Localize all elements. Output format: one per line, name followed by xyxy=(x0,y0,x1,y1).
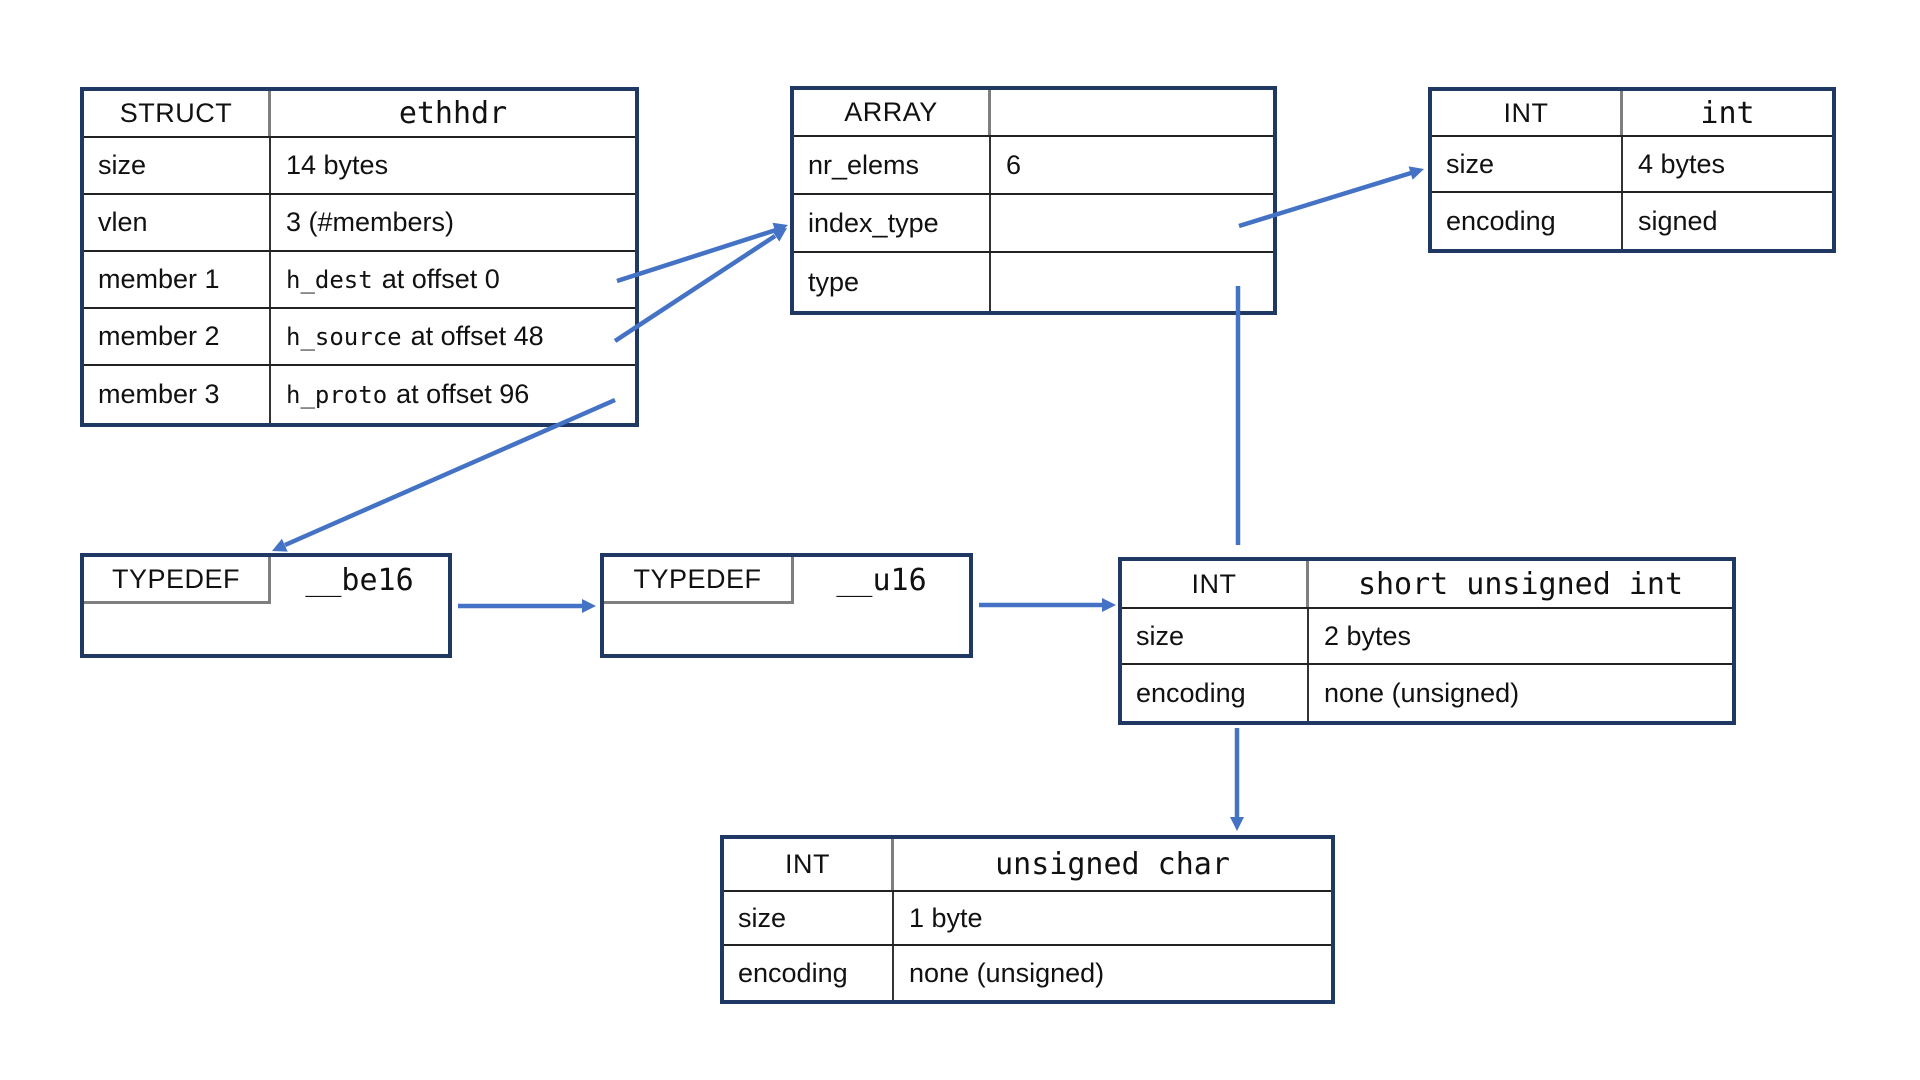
table-title xyxy=(991,90,1273,135)
table-header: STRUCT ethhdr xyxy=(84,91,635,138)
row-label: index_type xyxy=(794,195,991,251)
table-kind: INT xyxy=(724,839,894,890)
table-row: vlen 3 (#members) xyxy=(84,195,635,252)
table-row: encoding signed xyxy=(1432,193,1832,249)
table-row: size 2 bytes xyxy=(1122,609,1732,665)
row-label: size xyxy=(1432,137,1623,191)
arrow-member1-to-array xyxy=(616,222,788,284)
table-title: int xyxy=(1700,95,1755,131)
member-offset-text: at offset 48 xyxy=(410,321,544,351)
row-value: 6 xyxy=(1006,149,1022,180)
table-header: INT unsigned char xyxy=(724,839,1331,892)
row-value: signed xyxy=(1638,205,1718,236)
table-row: size 4 bytes xyxy=(1432,137,1832,193)
row-value xyxy=(991,195,1273,251)
table-title: short unsigned int xyxy=(1357,566,1684,602)
table-typedef-be16: TYPEDEF __be16 xyxy=(80,553,452,658)
table-int-unsigned-char: INT unsigned char size 1 byte encoding n… xyxy=(720,835,1335,1004)
table-title: ethhdr xyxy=(398,96,508,131)
member-type-name: h_source xyxy=(286,322,402,351)
row-value: h_proto at offset 96 xyxy=(271,366,635,423)
table-row: encoding none (unsigned) xyxy=(1122,665,1732,721)
row-value: none (unsigned) xyxy=(909,957,1105,988)
table-kind: INT xyxy=(1122,561,1309,607)
row-label: size xyxy=(1122,609,1309,663)
arrow-typedef-be16-to-typedef-u16 xyxy=(458,599,596,613)
table-kind: ARRAY xyxy=(794,90,991,135)
table-header: INT short unsigned int xyxy=(1122,561,1732,609)
row-label: member 2 xyxy=(84,309,271,364)
table-row: member 1 h_dest at offset 0 xyxy=(84,252,635,309)
table-row: nr_elems 6 xyxy=(794,137,1273,195)
table-int-short-unsigned-int: INT short unsigned int size 2 bytes enco… xyxy=(1118,557,1736,725)
row-label: vlen xyxy=(84,195,271,250)
row-value: 2 bytes xyxy=(1324,620,1412,651)
table-title: __be16 xyxy=(305,563,414,598)
row-value: h_source at offset 48 xyxy=(271,309,635,364)
arrow-typedef-u16-to-int-short xyxy=(979,598,1116,612)
table-row: type xyxy=(794,253,1273,311)
member-offset-text: at offset 0 xyxy=(381,264,500,294)
row-label: size xyxy=(724,892,894,944)
row-value: h_dest at offset 0 xyxy=(271,252,635,307)
row-value: none (unsigned) xyxy=(1324,677,1520,708)
table-row: size 14 bytes xyxy=(84,138,635,195)
table-kind: STRUCT xyxy=(84,91,271,136)
row-value: 4 bytes xyxy=(1638,148,1726,179)
table-title: unsigned char xyxy=(995,847,1230,882)
table-struct-ethhdr: STRUCT ethhdr size 14 bytes vlen 3 (#mem… xyxy=(80,87,639,427)
table-row: member 3 h_proto at offset 96 xyxy=(84,366,635,423)
member-type-name: h_dest xyxy=(286,265,373,294)
member-offset-text: at offset 96 xyxy=(396,379,530,409)
table-row: encoding none (unsigned) xyxy=(724,946,1331,1000)
row-label: nr_elems xyxy=(794,137,991,193)
row-label: encoding xyxy=(724,946,894,1000)
row-value: 1 byte xyxy=(909,902,983,933)
table-typedef-u16: TYPEDEF __u16 xyxy=(600,553,973,658)
arrow-member2-to-array xyxy=(613,228,787,343)
row-label: size xyxy=(84,138,271,193)
row-label: encoding xyxy=(1122,665,1309,721)
table-header: INT int xyxy=(1432,91,1832,137)
table-row: size 1 byte xyxy=(724,892,1331,946)
row-label: member 3 xyxy=(84,366,271,423)
table-row: index_type xyxy=(794,195,1273,253)
row-label: member 1 xyxy=(84,252,271,307)
table-kind: TYPEDEF xyxy=(84,557,271,604)
row-value: 14 bytes xyxy=(286,150,389,180)
row-value xyxy=(991,253,1273,311)
member-type-name: h_proto xyxy=(286,380,388,409)
table-row: member 2 h_source at offset 48 xyxy=(84,309,635,366)
row-value: 3 (#members) xyxy=(286,207,455,237)
table-array: ARRAY nr_elems 6 index_type type xyxy=(790,86,1277,315)
table-title: __u16 xyxy=(836,563,927,598)
table-kind: TYPEDEF xyxy=(604,557,794,604)
table-int-int: INT int size 4 bytes encoding signed xyxy=(1428,87,1836,253)
row-label: type xyxy=(794,253,991,311)
row-label: encoding xyxy=(1432,193,1623,249)
arrow-int-short-to-int-uchar xyxy=(1230,728,1244,831)
table-kind: INT xyxy=(1432,91,1623,135)
table-header: ARRAY xyxy=(794,90,1273,137)
